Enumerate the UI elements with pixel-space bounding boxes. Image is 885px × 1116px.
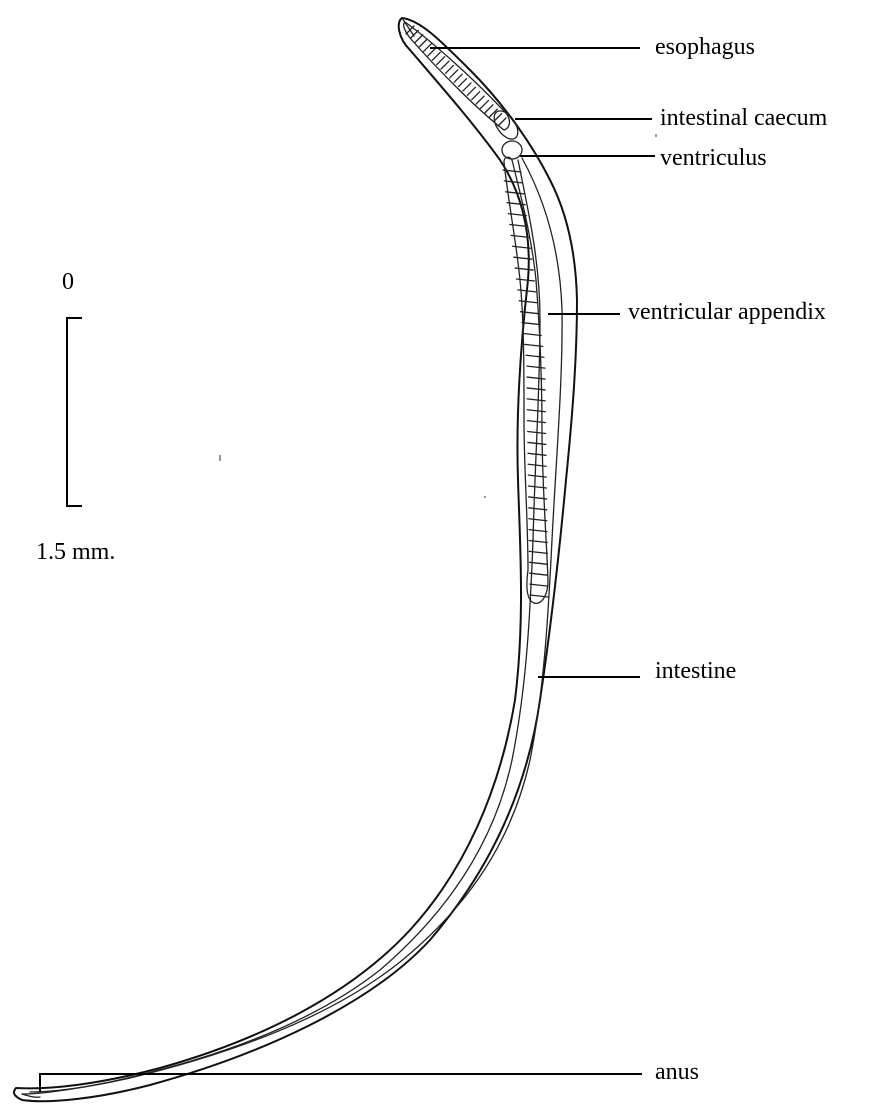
ventriculus-shape (502, 141, 522, 159)
appendix-segment (530, 584, 548, 586)
label-intestinal-caecum: intestinal caecum (660, 106, 827, 130)
esophagus-striation (498, 118, 506, 126)
scale-bar (67, 318, 82, 506)
scale-bar-bottom-label: 1.5 mm. (36, 540, 115, 564)
intestine-inner-right (30, 158, 562, 1092)
speck (219, 455, 221, 461)
appendix-segment (530, 573, 548, 575)
appendix-segment (529, 530, 547, 532)
esophagus-striation (472, 92, 480, 100)
appendix-segment (522, 323, 540, 325)
label-anus: anus (655, 1060, 699, 1084)
esophagus-striation (467, 87, 475, 95)
esophagus-striation (476, 96, 484, 104)
appendix-segment (527, 366, 545, 368)
appendix-segment (527, 399, 545, 401)
appendix-segment (529, 519, 547, 521)
appendix-segment (528, 453, 546, 455)
appendix-segment (527, 377, 545, 379)
esophagus-striations (406, 26, 506, 126)
appendix-segment (527, 410, 545, 412)
scale-bar-top-label: 0 (62, 270, 74, 294)
intestine-inner-left (22, 160, 540, 1094)
esophagus-striation (419, 39, 427, 47)
label-ventricular-appendix: ventricular appendix (628, 300, 826, 324)
appendix-segment (523, 333, 541, 335)
label-ventriculus: ventriculus (660, 146, 767, 170)
esophagus-striation (441, 61, 449, 69)
label-esophagus: esophagus (655, 35, 755, 59)
speck (655, 134, 657, 137)
appendix-segment (521, 312, 539, 314)
appendix-segment (528, 464, 546, 466)
esophagus-striation (428, 48, 436, 56)
appendix-segment (529, 541, 547, 543)
appendix-segment (517, 279, 535, 281)
appendix-segment (515, 268, 533, 270)
appendix-segment (528, 421, 546, 423)
appendix-segment (526, 355, 544, 357)
esophagus-striation (485, 105, 493, 113)
speck (484, 496, 486, 498)
esophagus-striation (437, 57, 445, 65)
esophagus-striation (445, 65, 453, 73)
appendix-segment (527, 388, 545, 390)
label-intestine: intestine (655, 659, 736, 683)
esophagus-striation (480, 100, 488, 108)
esophagus-striation (450, 70, 458, 78)
esophagus-striation (454, 74, 462, 82)
esophagus-striation (459, 79, 467, 87)
esophagus-striation (406, 26, 414, 34)
esophagus-striation (463, 83, 471, 91)
esophagus-striation (432, 52, 440, 60)
esophagus-striation (415, 35, 423, 43)
rectum-line (22, 1094, 40, 1097)
